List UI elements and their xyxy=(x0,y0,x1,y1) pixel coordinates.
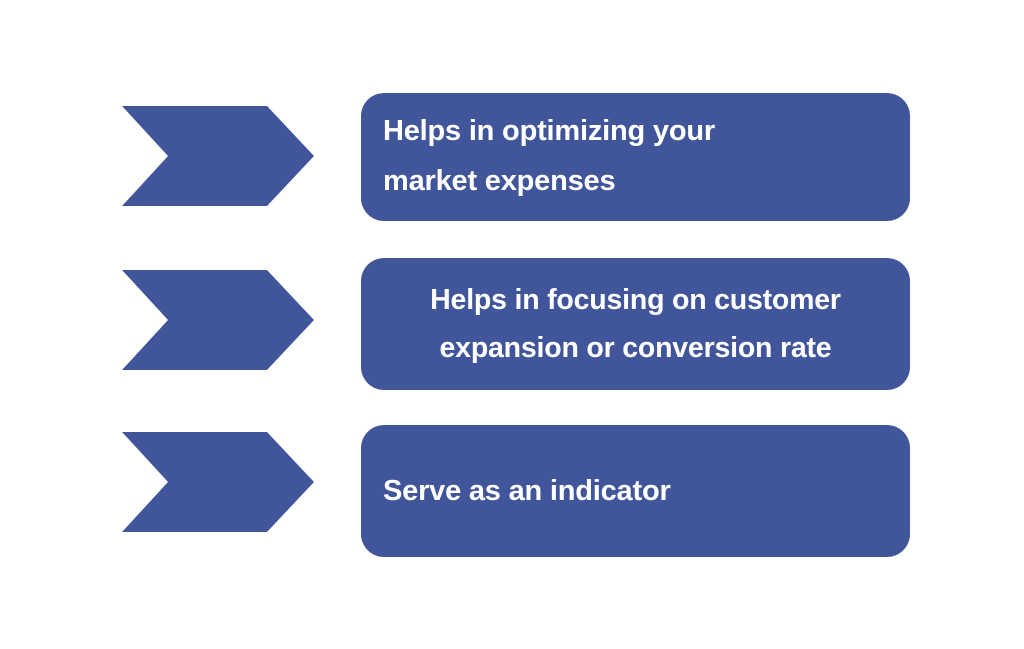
list-item: Helps in focusing on customer expansion … xyxy=(0,258,1024,390)
list-item: Serve as an indicator xyxy=(0,425,1024,557)
chevron-right-icon xyxy=(122,270,314,370)
chevron-right-icon xyxy=(122,432,314,532)
benefit-card[interactable]: Helps in focusing on customer expansion … xyxy=(361,258,910,390)
benefit-text: Serve as an indicator xyxy=(383,474,671,507)
chevron-right-icon-glyph xyxy=(122,106,314,206)
benefit-text: Helps in focusing on customer expansion … xyxy=(430,283,841,364)
chevron-right-icon-glyph xyxy=(122,270,314,370)
benefit-card[interactable]: Serve as an indicator xyxy=(361,425,910,557)
benefit-card[interactable]: Helps in optimizing your market expenses xyxy=(361,93,910,221)
list-item: Helps in optimizing your market expenses xyxy=(0,93,1024,221)
chevron-right-icon xyxy=(122,106,314,206)
chevron-right-icon-glyph xyxy=(122,432,314,532)
benefit-text: Helps in optimizing your market expenses xyxy=(383,115,715,197)
